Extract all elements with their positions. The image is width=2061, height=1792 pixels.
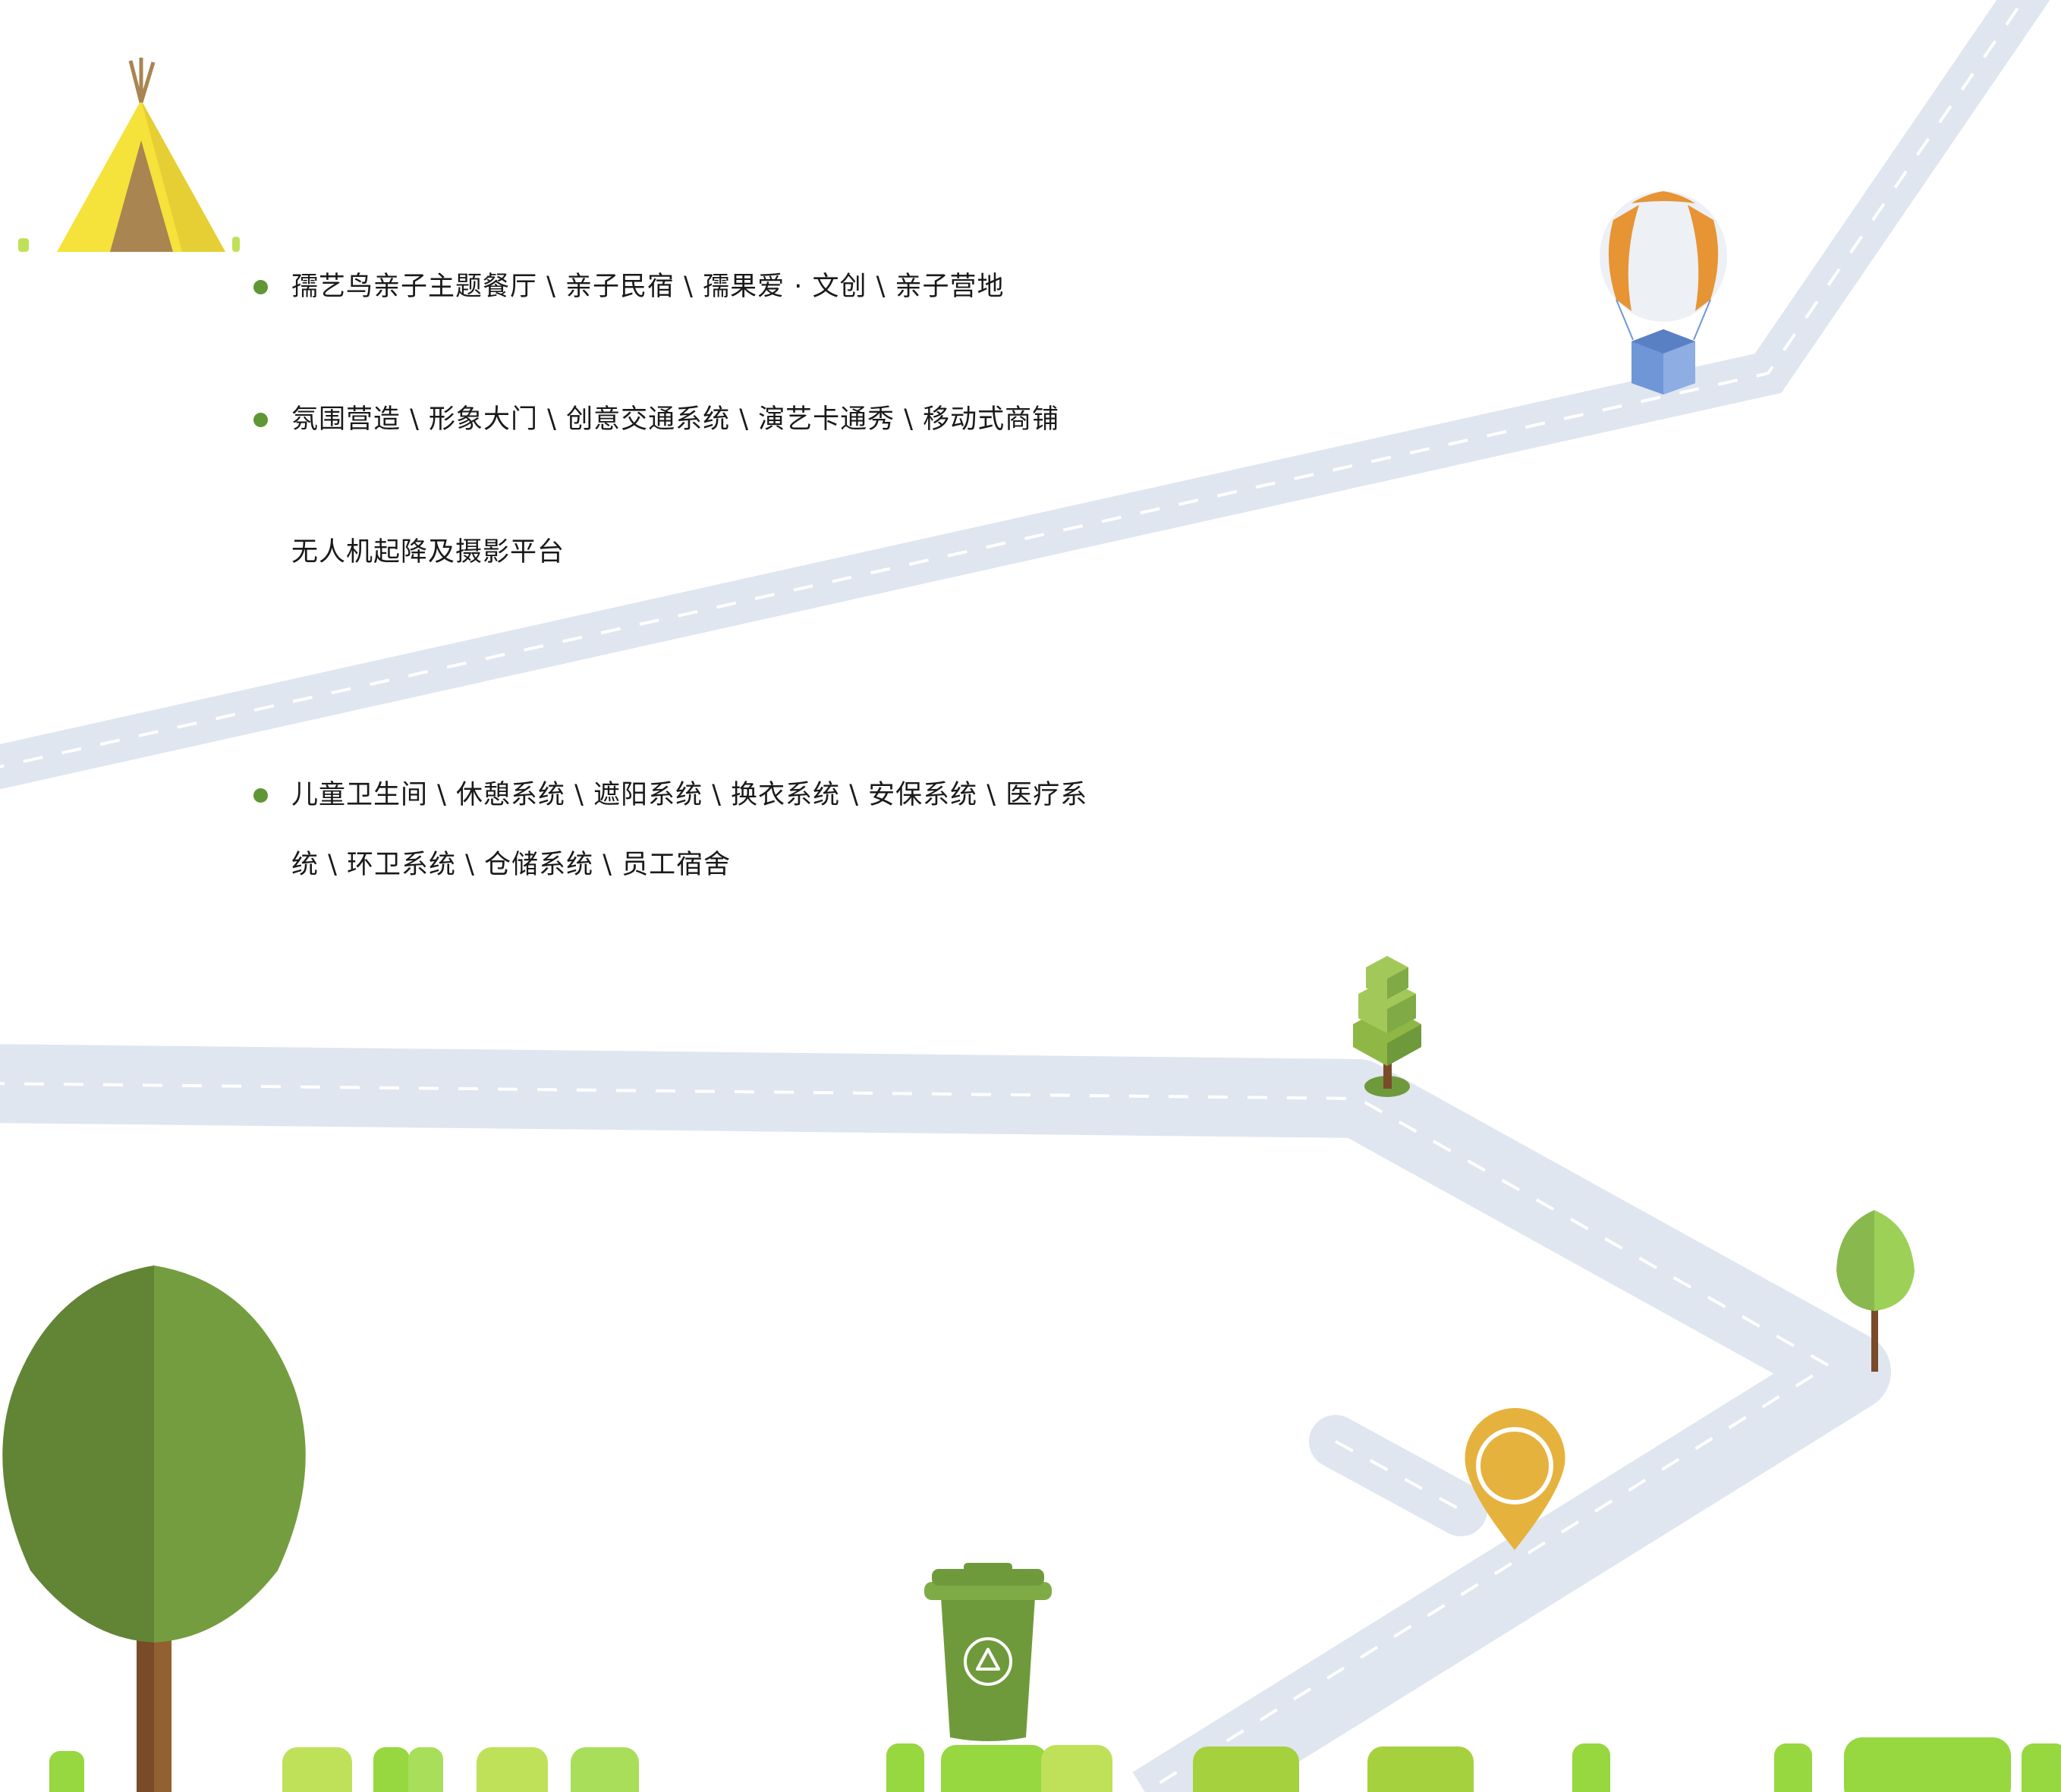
- feature-line-2-text: 氛围营造 \ 形象大门 \ 创意交通系统 \ 演艺卡通秀 \ 移动式商铺: [291, 404, 1060, 435]
- feature-line-2-continued: 无人机起降及摄影平台: [291, 537, 565, 567]
- recycle-symbol-icon: [964, 1637, 1012, 1686]
- feature-line-3-continued: 统 \ 环卫系统 \ 仓储系统 \ 员工宿舍: [291, 850, 732, 880]
- small-tree-icon: [1836, 1210, 1915, 1372]
- cube-tree-icon: [1353, 956, 1421, 1097]
- bullet-dot: [253, 788, 268, 803]
- hot-air-balloon-icon: [1600, 191, 1727, 395]
- bullet-dot: [253, 413, 268, 427]
- road-lower-dash: [0, 1082, 1832, 1792]
- road-upper: [0, 0, 2050, 790]
- bullet-dot: [253, 280, 268, 294]
- feature-line-1-text: 孺艺鸟亲子主题餐厅 \ 亲子民宿 \ 孺果爱 · 文创 \ 亲子营地: [291, 272, 1005, 302]
- road-upper-dash: [0, 0, 2025, 769]
- road-spur-dash: [1335, 1440, 1462, 1511]
- feature-line-3-text: 儿童卫生间 \ 休憩系统 \ 遮阳系统 \ 换衣系统 \ 安保系统 \ 医疗系: [291, 780, 1088, 810]
- grass-row: [49, 1737, 2061, 1792]
- tent-icon: [18, 58, 240, 252]
- round-tree-icon: [2, 1265, 306, 1792]
- recycle-bin-icon: [924, 1563, 1052, 1741]
- location-pin-icon: [1465, 1407, 1565, 1550]
